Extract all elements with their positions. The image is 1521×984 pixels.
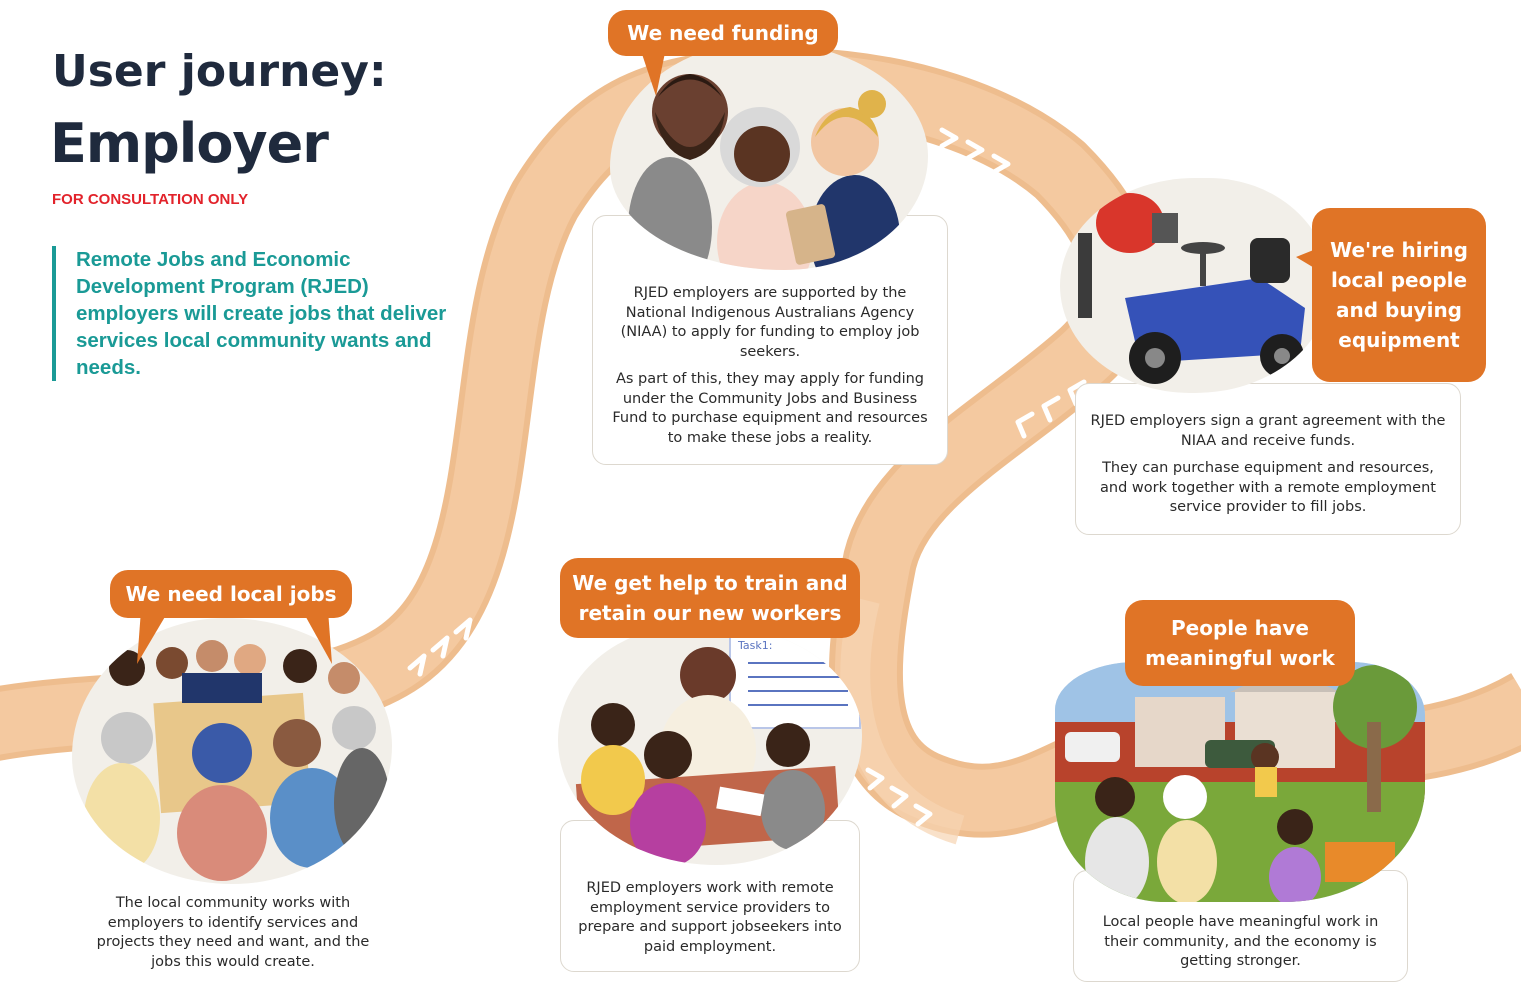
whiteboard-label: Task1: — [737, 639, 772, 652]
step-4-bubble: We get help to train and retain our new … — [560, 558, 860, 638]
arrow-chevrons-3 — [1015, 379, 1087, 439]
step-1-bubble-text: We need local jobs — [125, 582, 337, 606]
page-title: User journey: — [52, 46, 387, 97]
arrow-chevrons-2 — [939, 127, 1011, 175]
step-3-card: RJED employers sign a grant agreement wi… — [1075, 383, 1461, 535]
step-3-bubble: We're hiring local people and buying equ… — [1312, 208, 1486, 382]
step-3-bubble-text: We're hiring local people and buying equ… — [1330, 238, 1468, 352]
step-5-illustration — [1055, 662, 1425, 902]
step-2-text-2: As part of this, they may apply for fund… — [612, 371, 928, 446]
step-3-bubble-tail — [1296, 245, 1326, 275]
step-5-bubble: People have meaningful work — [1125, 600, 1355, 686]
step-1-text: The local community works with employers… — [96, 895, 370, 970]
arrow-chevrons-1 — [407, 617, 473, 677]
arrow-chevrons-4 — [865, 767, 933, 827]
step-3-illustration — [1060, 178, 1330, 393]
step-4-illustration: Task1: — [558, 625, 862, 865]
step-5-text: Local people have meaningful work in the… — [1102, 914, 1379, 969]
step-1-bubble-tail-left — [137, 610, 169, 664]
step-4-bubble-text: We get help to train and retain our new … — [572, 571, 848, 625]
page-subtitle: Employer — [50, 112, 329, 175]
intro-text: Remote Jobs and Economic Development Pro… — [52, 246, 456, 381]
consultation-note: FOR CONSULTATION ONLY — [52, 191, 249, 208]
step-4-text: RJED employers work with remote employme… — [578, 880, 842, 955]
step-2-bubble-text: We need funding — [627, 21, 819, 45]
step-1-illustration — [72, 618, 392, 884]
step-3-text-2: They can purchase equipment and resource… — [1100, 460, 1436, 515]
step-2-illustration — [610, 42, 928, 270]
step-2-text-1: RJED employers are supported by the Nati… — [620, 285, 920, 360]
step-2-bubble-tail — [640, 48, 666, 96]
step-1-bubble-tail-right — [302, 610, 332, 664]
step-3-text-1: RJED employers sign a grant agreement wi… — [1090, 413, 1446, 449]
step-5-bubble-text: People have meaningful work — [1145, 616, 1335, 670]
